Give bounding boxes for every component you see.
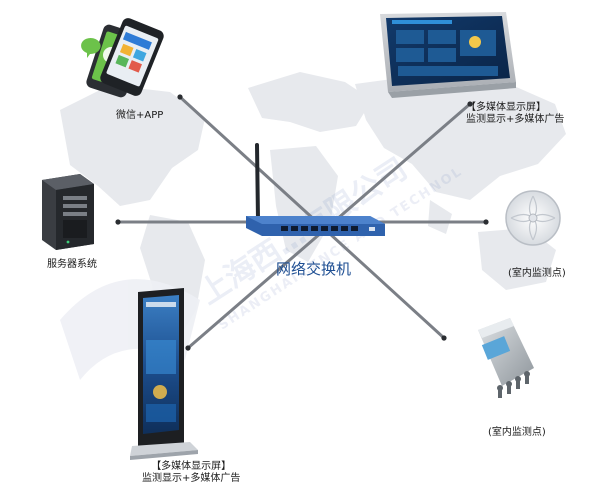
kiosk-label: 【多媒体显示屏】 监测显示+多媒体广告 [142,461,240,485]
cable-end-caps [115,94,489,351]
switch-antenna-icon [255,143,260,222]
wall-display-title: 【多媒体显示屏】 [466,102,546,113]
wechat-app-label: 微信+APP [116,110,164,121]
wall-display-subtitle: 监测显示+多媒体广告 [466,114,565,125]
server-tower-icon [42,174,94,250]
indoor-round-label: (室内监测点) [508,268,566,279]
smartphone-icon [81,18,164,98]
wall-display-label: 【多媒体显示屏】 监测显示+多媒体广告 [466,102,564,126]
indoor-box-label: (室内监测点) [488,427,546,438]
network-switch-icon [246,143,385,236]
kiosk-title: 【多媒体显示屏】 [151,461,232,472]
round-sensor-icon [505,190,561,246]
floor-kiosk-icon [130,288,198,460]
wall-display-icon [380,12,516,98]
server-system-label: 服务器系统 [47,259,97,270]
sensor-box-icon [478,318,534,398]
network-switch-label: 网络交换机 [276,260,352,278]
kiosk-subtitle: 监测显示+多媒体广告 [142,473,241,484]
